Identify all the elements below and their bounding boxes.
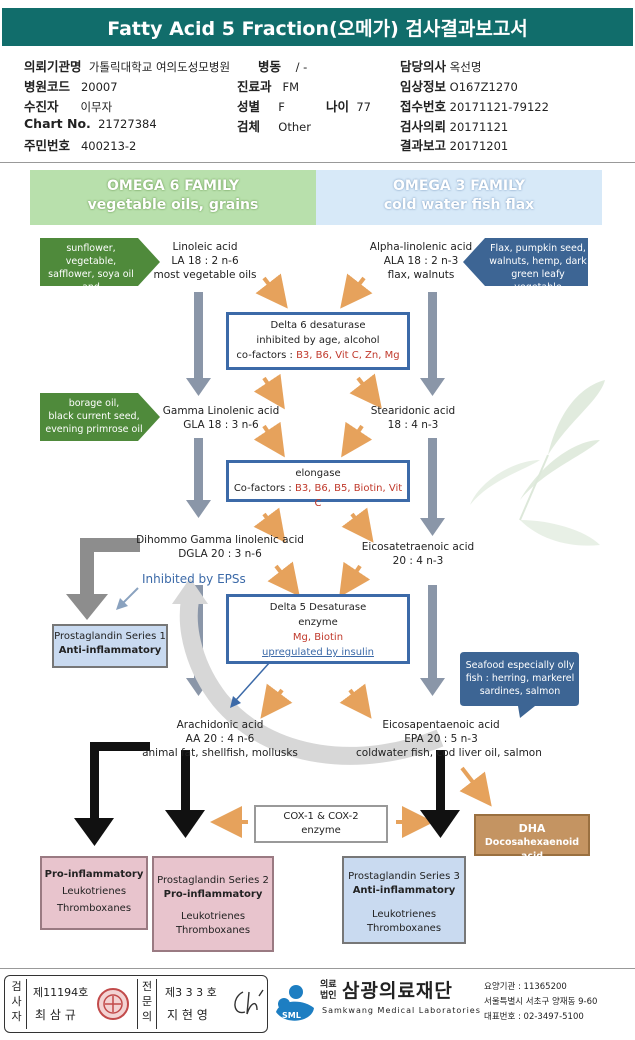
- info-resident-no: 주민번호 400213-2: [24, 138, 137, 153]
- source-left2-text: borage oil,black current seed,evening pr…: [45, 398, 143, 435]
- delta5-desaturase-box: Delta 5 Desaturase enzyme Mg, Biotin upr…: [226, 594, 410, 664]
- inhibited-by-label: Inhibited by EPSs: [142, 572, 246, 586]
- signature-icon: [234, 989, 264, 1015]
- epa-feedback-curve: [179, 598, 444, 765]
- seal-stamp-icon: [97, 988, 129, 1020]
- info-request: 검사의뢰 20171121: [400, 119, 509, 134]
- prostaglandin-series2-box: Prostaglandin Series 2 Pro-inflammatory …: [152, 856, 274, 952]
- source-tag-left1: [40, 238, 160, 286]
- info-report-date: 결과보고 20171201: [400, 138, 509, 153]
- pro-inflammatory-box: Pro-inflammatory Leukotrienes Thromboxan…: [40, 856, 148, 930]
- source-tag-left2: [40, 393, 160, 441]
- inhibited-pointer: [121, 587, 139, 605]
- source-left1-text: sunflower, vegetable,safflower, soya oil…: [48, 243, 134, 306]
- signature-box: 검사자 제11194호 최 삼 규 전문의 제3 3 3 호 지 현 영: [4, 975, 268, 1033]
- info-hospital-code: 병원코드 20007: [24, 79, 118, 94]
- org-english-name: Samkwang Medical Laboratories: [322, 1006, 481, 1015]
- role-tester: 검사자: [7, 979, 27, 1029]
- info-ward: 병동 / -: [258, 59, 308, 74]
- info-chart: Chart No. 21727384: [24, 116, 157, 131]
- info-department: 진료과 FM: [237, 79, 300, 94]
- source-tag-right1: [463, 238, 588, 286]
- omega3-flow-arrows: [420, 292, 445, 696]
- org-prefix: 의료법인: [320, 980, 337, 1001]
- insulin-pointer: [235, 661, 271, 701]
- info-institution: 의뢰기관명 가톨릭대학교 여의도성모병원: [24, 59, 231, 74]
- role-specialist: 전문의: [137, 979, 157, 1029]
- info-receipt: 접수번호 20171121-79122: [400, 99, 549, 114]
- cox-enzyme-box: COX-1 & COX-2 enzyme: [254, 805, 388, 843]
- omega6-banner: OMEGA 6 FAMILY vegetable oils, grains: [30, 170, 316, 225]
- report-title: Fatty Acid 5 Fraction(오메가) 검사결과보고서: [2, 8, 633, 46]
- sml-logo-icon: SML: [276, 985, 314, 1021]
- org-name: 삼광의료재단: [342, 980, 453, 1002]
- specialist-license: 제3 3 3 호: [165, 986, 217, 999]
- svg-text:SML: SML: [282, 1011, 301, 1020]
- dgla-to-pg1-arrow: [66, 538, 140, 620]
- enzyme-arrows: [210, 273, 492, 838]
- info-clinical: 임상정보 O167Z1270: [400, 79, 518, 94]
- info-specimen: 검체 Other: [237, 119, 311, 134]
- prostaglandin-series3-box: Prostaglandin Series 3 Anti-inflammatory…: [342, 856, 466, 944]
- outcome-arrows: [74, 742, 460, 846]
- omega3-banner: OMEGA 3 FAMILY cold water fish flax: [316, 170, 602, 225]
- leaf-decoration: [470, 380, 605, 546]
- info-doctor: 담당의사 옥선명: [400, 59, 482, 74]
- tester-name: 최 삼 규: [35, 1008, 76, 1022]
- tester-license: 제11194호: [33, 986, 89, 999]
- prostaglandin-series1-box: Prostaglandin Series 1 Anti-inflammatory: [52, 624, 168, 668]
- info-sex: 성별 F: [237, 99, 285, 114]
- source-tag-right2: [460, 652, 579, 718]
- org-contact: 요양기관 : 11365200 서울특별시 서초구 양재동 9-60 대표번호 …: [484, 982, 598, 1022]
- info-age: 나이 77: [326, 99, 371, 114]
- header-divider: [0, 162, 635, 163]
- dha-box: DHA Docosahexaenoid acid: [474, 814, 590, 862]
- elongase-box: elongase Co-factors : B3, B6, B5, Biotin…: [226, 460, 410, 509]
- info-patient: 수진자 이무자: [24, 99, 113, 114]
- delta6-desaturase-box: Delta 6 desaturase inhibited by age, alc…: [226, 312, 410, 370]
- specialist-name: 지 현 영: [167, 1008, 208, 1022]
- footer-divider: [0, 968, 635, 969]
